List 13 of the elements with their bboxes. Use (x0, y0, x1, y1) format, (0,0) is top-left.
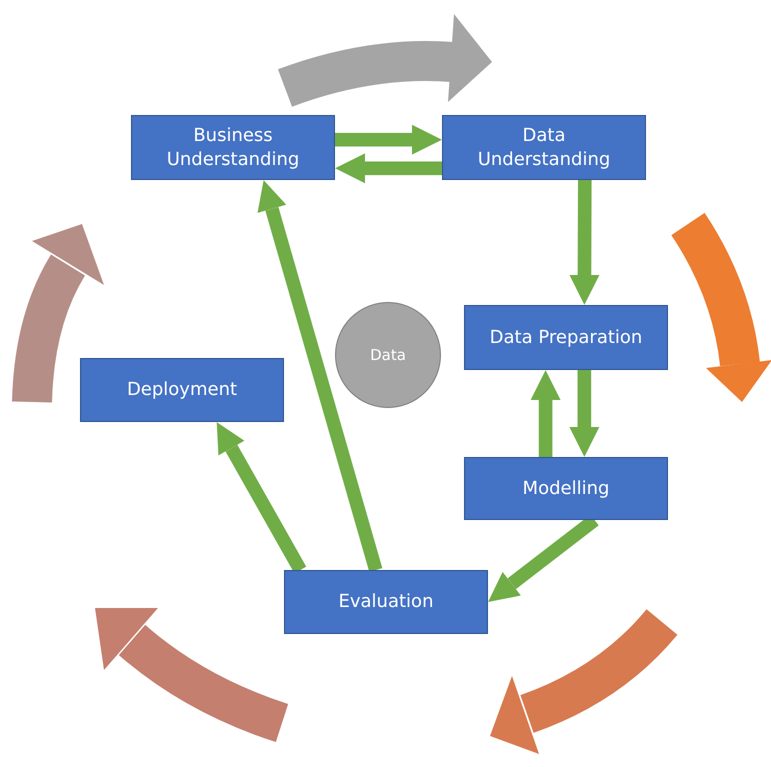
data-circle: Data (335, 302, 441, 408)
arrow (570, 180, 600, 305)
process-box: Evaluation (284, 570, 488, 634)
arrow (335, 124, 442, 155)
process-box: Modelling (464, 457, 668, 520)
process-box: Data Preparation (464, 305, 668, 370)
process-box: Business Understanding (131, 115, 335, 180)
process-box: Deployment (80, 358, 284, 422)
arrow (335, 153, 442, 184)
arrow (569, 370, 600, 457)
arrow (530, 370, 561, 457)
process-box: Data Understanding (442, 115, 646, 180)
arrow (258, 180, 382, 572)
